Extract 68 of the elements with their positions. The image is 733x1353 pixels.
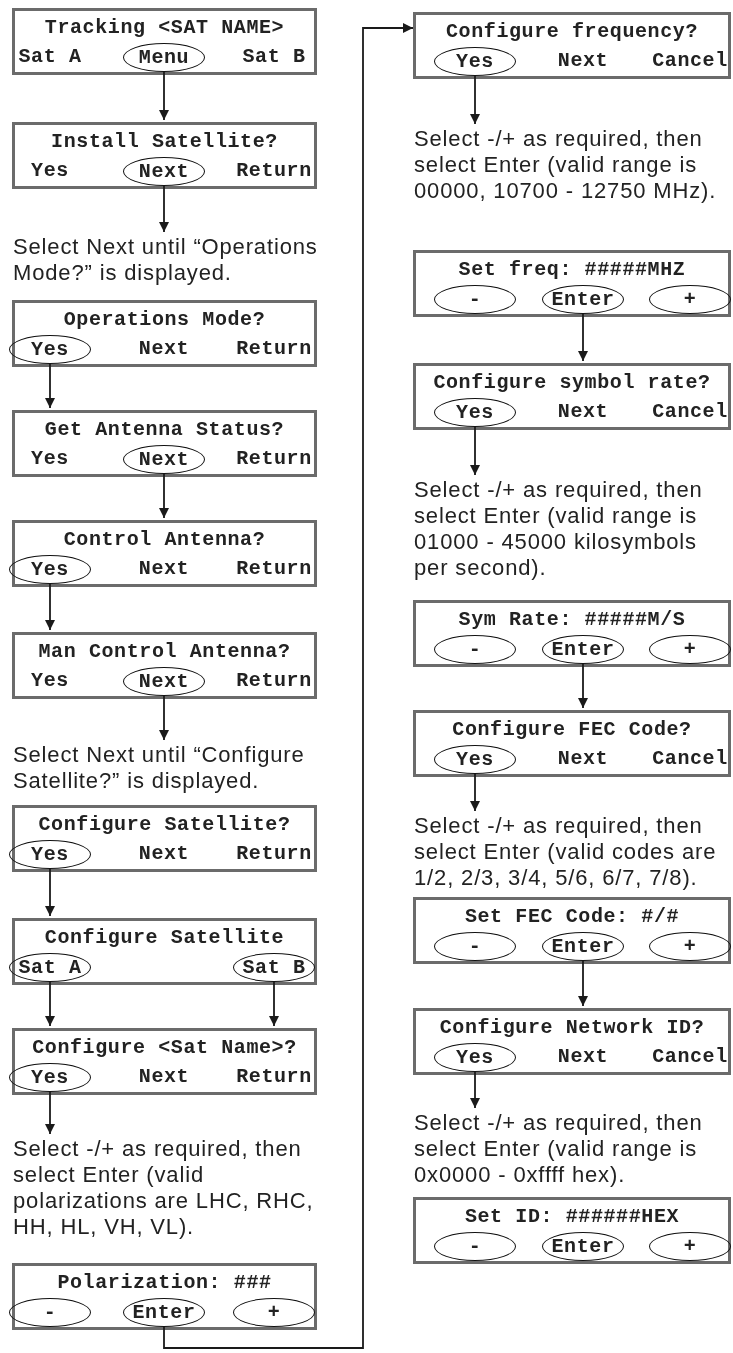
screen-title: Control Antenna? bbox=[62, 528, 267, 552]
softkey-label: Next bbox=[557, 1045, 609, 1069]
display-screen bbox=[413, 897, 731, 964]
screen-title: Man Control Antenna? bbox=[37, 640, 292, 664]
display-screen bbox=[12, 8, 317, 75]
softkey-label: Yes bbox=[31, 447, 69, 471]
softkey-label: Return bbox=[236, 337, 312, 361]
softkey-label: Cancel bbox=[652, 1045, 728, 1069]
screen-title: Configure Satellite? bbox=[37, 813, 292, 837]
screen-title: Sym Rate: #####M/S bbox=[457, 608, 687, 632]
display-screen bbox=[12, 122, 317, 189]
display-screen bbox=[12, 805, 317, 872]
screen-title: Polarization: ### bbox=[56, 1271, 273, 1295]
display-screen bbox=[413, 600, 731, 667]
display-screen bbox=[413, 710, 731, 777]
softkey-label: Yes bbox=[31, 159, 69, 183]
display-screen bbox=[12, 520, 317, 587]
screen-title: Configure frequency? bbox=[444, 20, 699, 44]
softkey-label: Next bbox=[557, 400, 609, 424]
screen-title: Configure Satellite bbox=[43, 926, 286, 950]
softkey-label: Cancel bbox=[652, 400, 728, 424]
screen-title: Operations Mode? bbox=[62, 308, 267, 332]
display-screen bbox=[413, 1008, 731, 1075]
softkey-label: Next bbox=[138, 337, 190, 361]
display-screen bbox=[12, 300, 317, 367]
arrow bbox=[163, 23, 414, 1349]
display-screen bbox=[12, 632, 317, 699]
instruction-text: Select -/+ as required, then select Enter (valid codes are 1/2, 2/3, 3/4, 5/6, 6/7, 7/8). bbox=[414, 813, 730, 891]
display-screen bbox=[12, 918, 317, 985]
softkey-label: Return bbox=[236, 447, 312, 471]
softkey-label: Next bbox=[557, 49, 609, 73]
instruction-text: Select Next until “Operations Mode?” is displayed. bbox=[13, 234, 329, 286]
softkey-label: Next bbox=[138, 1065, 190, 1089]
softkey-label: Sat A bbox=[18, 45, 82, 69]
instruction-text: Select -/+ as required, then select Enter (valid range is 00000, 10700 - 12750 MHz). bbox=[414, 126, 730, 204]
display-screen bbox=[413, 250, 731, 317]
softkey-label: Cancel bbox=[652, 747, 728, 771]
screen-title: Configure symbol rate? bbox=[432, 371, 712, 395]
screen-title: Set FEC Code: #/# bbox=[463, 905, 681, 929]
screen-title: Configure <Sat Name>? bbox=[31, 1036, 298, 1060]
display-screen bbox=[12, 1028, 317, 1095]
instruction-text: Select -/+ as required, then select Enter (valid range is 0x0000 - 0xffff hex). bbox=[414, 1110, 730, 1188]
display-screen bbox=[413, 12, 731, 79]
softkey-label: Return bbox=[236, 159, 312, 183]
display-screen bbox=[413, 1197, 731, 1264]
softkey-label: Next bbox=[138, 557, 190, 581]
softkey-label: Next bbox=[138, 842, 190, 866]
screen-title: Configure FEC Code? bbox=[451, 718, 693, 742]
screen-title: Tracking <SAT NAME> bbox=[43, 16, 286, 40]
instruction-text: Select -/+ as required, then select Enter (valid polarizations are LHC, RHC, HH, HL, VH, VL). bbox=[13, 1136, 329, 1240]
screen-title: Install Satellite? bbox=[50, 130, 279, 154]
screen-title: Set freq: #####MHZ bbox=[457, 258, 687, 282]
display-screen bbox=[12, 1263, 317, 1330]
softkey-label: Return bbox=[236, 842, 312, 866]
screen-title: Set ID: ######HEX bbox=[463, 1205, 681, 1229]
display-screen bbox=[12, 410, 317, 477]
instruction-text: Select Next until “Configure Satellite?” is displayed. bbox=[13, 742, 329, 794]
softkey-label: Cancel bbox=[652, 49, 728, 73]
softkey-label: Return bbox=[236, 1065, 312, 1089]
screen-title: Configure Network ID? bbox=[438, 1016, 706, 1040]
display-screen bbox=[413, 363, 731, 430]
softkey-label: Next bbox=[557, 747, 609, 771]
softkey-label: Sat B bbox=[242, 45, 306, 69]
softkey-label: Return bbox=[236, 669, 312, 693]
instruction-text: Select -/+ as required, then select Enter (valid range is 01000 - 45000 kilosymbols per second). bbox=[414, 477, 730, 581]
softkey-label: Yes bbox=[31, 669, 69, 693]
screen-title: Get Antenna Status? bbox=[43, 418, 286, 442]
softkey-label: Return bbox=[236, 557, 312, 581]
